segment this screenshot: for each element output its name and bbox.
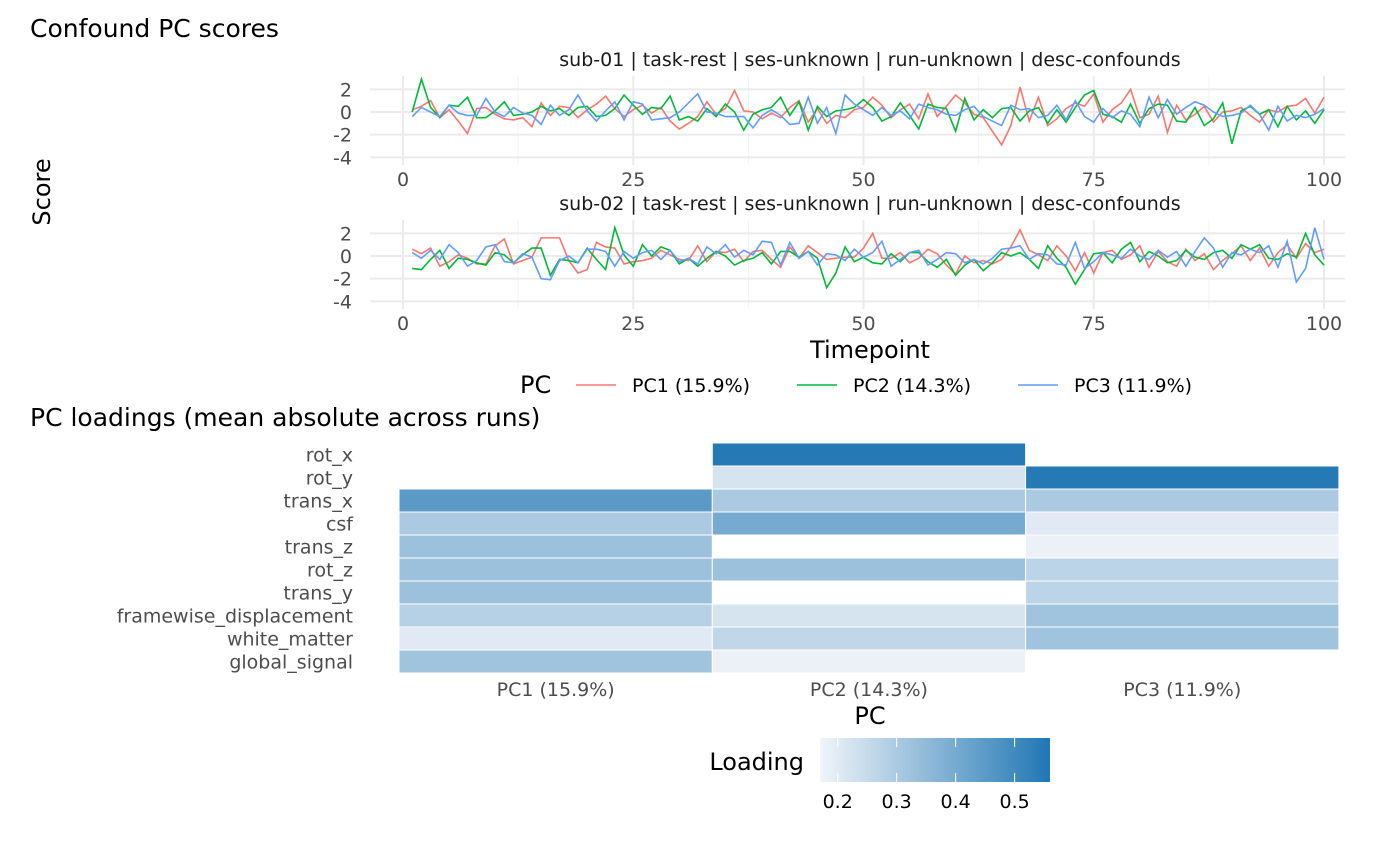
y-tick-label: 2: [340, 79, 352, 101]
series-line-1: [411, 86, 1325, 147]
x-tick-label: 0: [397, 169, 409, 191]
heatmap-cell: [1025, 557, 1340, 582]
colorbar: [820, 738, 1050, 782]
series-line-1: [411, 228, 1325, 276]
scores-title: Confound PC scores: [30, 14, 279, 43]
x-tick-label: 50: [851, 169, 875, 191]
y-tick-label: rot_y: [306, 468, 353, 490]
heatmap-cell: [711, 442, 1027, 467]
heatmap-cell: [711, 649, 1027, 674]
heatmap-cell: [711, 557, 1027, 582]
legend-label: PC3 (11.9%): [1074, 375, 1192, 397]
heatmap-cell: [1025, 511, 1340, 536]
y-tick-label: 0: [340, 102, 352, 124]
x-tick-label: 0: [397, 313, 409, 335]
y-tick-label: -4: [333, 147, 352, 169]
colorbar-tick-label: 0.3: [882, 791, 912, 813]
heatmap-cell: [1025, 603, 1340, 628]
y-tick-label: trans_z: [285, 537, 353, 559]
colorbar-tick-label: 0.5: [1000, 791, 1030, 813]
x-tick-label: 25: [621, 313, 645, 335]
heatmap-cell: [398, 626, 713, 651]
y-tick-label: framewise_displacement: [117, 606, 353, 628]
colorbar-tick-label: 0.2: [823, 791, 853, 813]
heatmap-cell: [1025, 580, 1340, 605]
y-tick-label: white_matter: [227, 629, 353, 651]
x-tick-label: 50: [851, 313, 875, 335]
y-tick-label: -2: [333, 269, 352, 291]
heatmap-cell: [711, 488, 1027, 513]
x-tick-label: PC2 (14.3%): [810, 679, 928, 701]
series-line-3: [411, 92, 1325, 137]
legend-title: Loading: [709, 748, 804, 776]
series-line-3: [411, 227, 1325, 285]
y-tick-label: -4: [333, 291, 352, 313]
heatmap-cell: [711, 511, 1027, 536]
x-axis-label: Timepoint: [809, 336, 930, 364]
heatmap-cell: [398, 557, 713, 582]
y-tick-label: trans_y: [283, 583, 353, 605]
x-tick-label: 100: [1306, 169, 1342, 191]
panel-strip-label: sub-01 | task-rest | ses-unknown | run-u…: [559, 49, 1180, 71]
y-axis-label: Score: [28, 158, 56, 225]
y-tick-label: 2: [340, 223, 352, 245]
y-tick-label: global_signal: [229, 652, 353, 674]
x-tick-label: 75: [1082, 169, 1106, 191]
heatmap-cell: [711, 603, 1027, 628]
y-tick-label: rot_z: [307, 560, 353, 582]
panel-strip-label: sub-02 | task-rest | ses-unknown | run-u…: [559, 193, 1180, 215]
x-tick-label: PC3 (11.9%): [1123, 679, 1241, 701]
heatmap-cell: [1025, 465, 1340, 490]
legend-label: PC1 (15.9%): [632, 375, 750, 397]
heatmap-cell: [711, 465, 1027, 490]
y-tick-label: csf: [326, 514, 354, 536]
legend-label: PC2 (14.3%): [853, 375, 971, 397]
y-tick-label: rot_x: [306, 445, 353, 467]
heatmap-cell: [1025, 626, 1340, 651]
x-tick-label: PC1 (15.9%): [497, 679, 615, 701]
series-line-2: [412, 224, 1325, 290]
x-axis-label: PC: [854, 702, 885, 730]
heatmap-cell: [1025, 534, 1340, 559]
y-tick-label: 0: [340, 246, 352, 268]
heatmap-cell: [398, 534, 713, 559]
heatmap-cell: [398, 603, 713, 628]
heatmap-cell: [1025, 488, 1340, 513]
heatmap-cell: [398, 488, 713, 513]
y-tick-label: -2: [333, 125, 352, 147]
heatmap-cell: [398, 511, 713, 536]
loadings-title: PC loadings (mean absolute across runs): [30, 403, 541, 432]
x-tick-label: 75: [1082, 313, 1106, 335]
heatmap-cell: [711, 626, 1027, 651]
heatmap-cell: [398, 580, 713, 605]
x-tick-label: 100: [1306, 313, 1342, 335]
x-tick-label: 25: [621, 169, 645, 191]
heatmap-cell: [398, 649, 713, 674]
legend-title: PC: [520, 371, 551, 399]
y-tick-label: trans_x: [283, 491, 353, 513]
colorbar-tick-label: 0.4: [941, 791, 971, 813]
